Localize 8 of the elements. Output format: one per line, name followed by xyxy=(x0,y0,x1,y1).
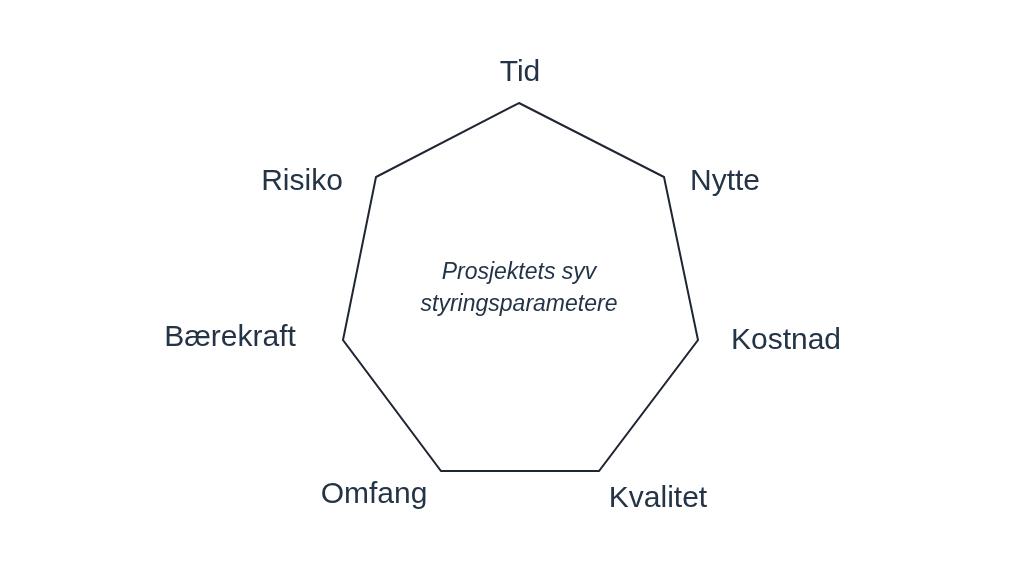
vertex-label: Kvalitet xyxy=(608,480,708,514)
vertex-label: Omfang xyxy=(320,476,428,510)
vertex-label: Nytte xyxy=(690,163,760,197)
center-title: Prosjektets syv styringsparametere xyxy=(419,257,619,318)
vertex-label: Kostnad xyxy=(730,322,842,356)
vertex-label: Tid xyxy=(499,54,541,88)
vertex-label: Risiko xyxy=(261,163,343,197)
vertex-label: Bærekraft xyxy=(164,319,296,353)
